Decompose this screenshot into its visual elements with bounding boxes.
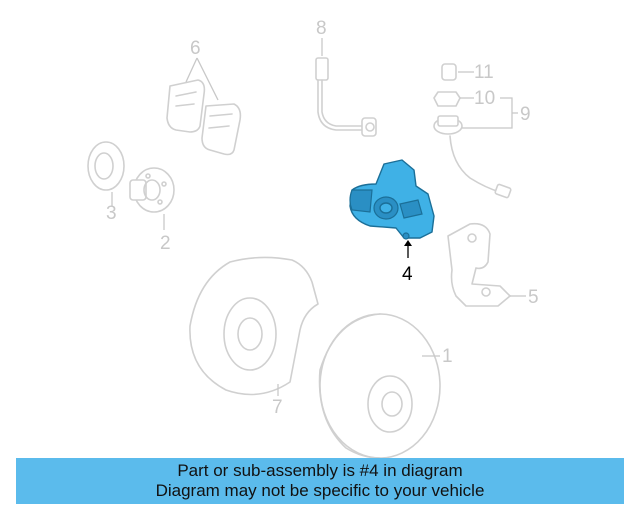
callout-11: 11 <box>474 62 494 83</box>
callout-9: 9 <box>520 104 531 125</box>
callout-5: 5 <box>528 287 539 308</box>
bleeder-screw-part <box>433 91 461 107</box>
callout-8: 8 <box>316 18 327 39</box>
bleeder-cap-part <box>441 63 457 81</box>
caliper-carrier-part <box>447 222 511 307</box>
notice-banner: Part or sub-assembly is #4 in diagram Di… <box>16 458 624 504</box>
banner-line-2: Diagram may not be specific to your vehi… <box>155 481 485 500</box>
callout-7: 7 <box>272 397 283 418</box>
brake-line-part <box>315 57 377 137</box>
backing-plate-part <box>189 256 319 396</box>
callout-1: 1 <box>442 346 453 367</box>
banner-line-1: Part or sub-assembly is #4 in diagram <box>177 461 463 480</box>
callout-2: 2 <box>160 233 171 254</box>
brake-pads-part <box>166 79 242 156</box>
callout-10: 10 <box>474 88 495 109</box>
brake-rotor-part <box>318 313 441 459</box>
wear-sensor-part <box>433 115 512 199</box>
brake-caliper-part <box>349 159 435 240</box>
wheel-bearing-part <box>87 141 125 191</box>
callout-4: 4 <box>402 264 413 285</box>
callout-3: 3 <box>106 203 117 224</box>
callout-6: 6 <box>190 38 201 59</box>
wheel-hub-part <box>129 167 175 213</box>
